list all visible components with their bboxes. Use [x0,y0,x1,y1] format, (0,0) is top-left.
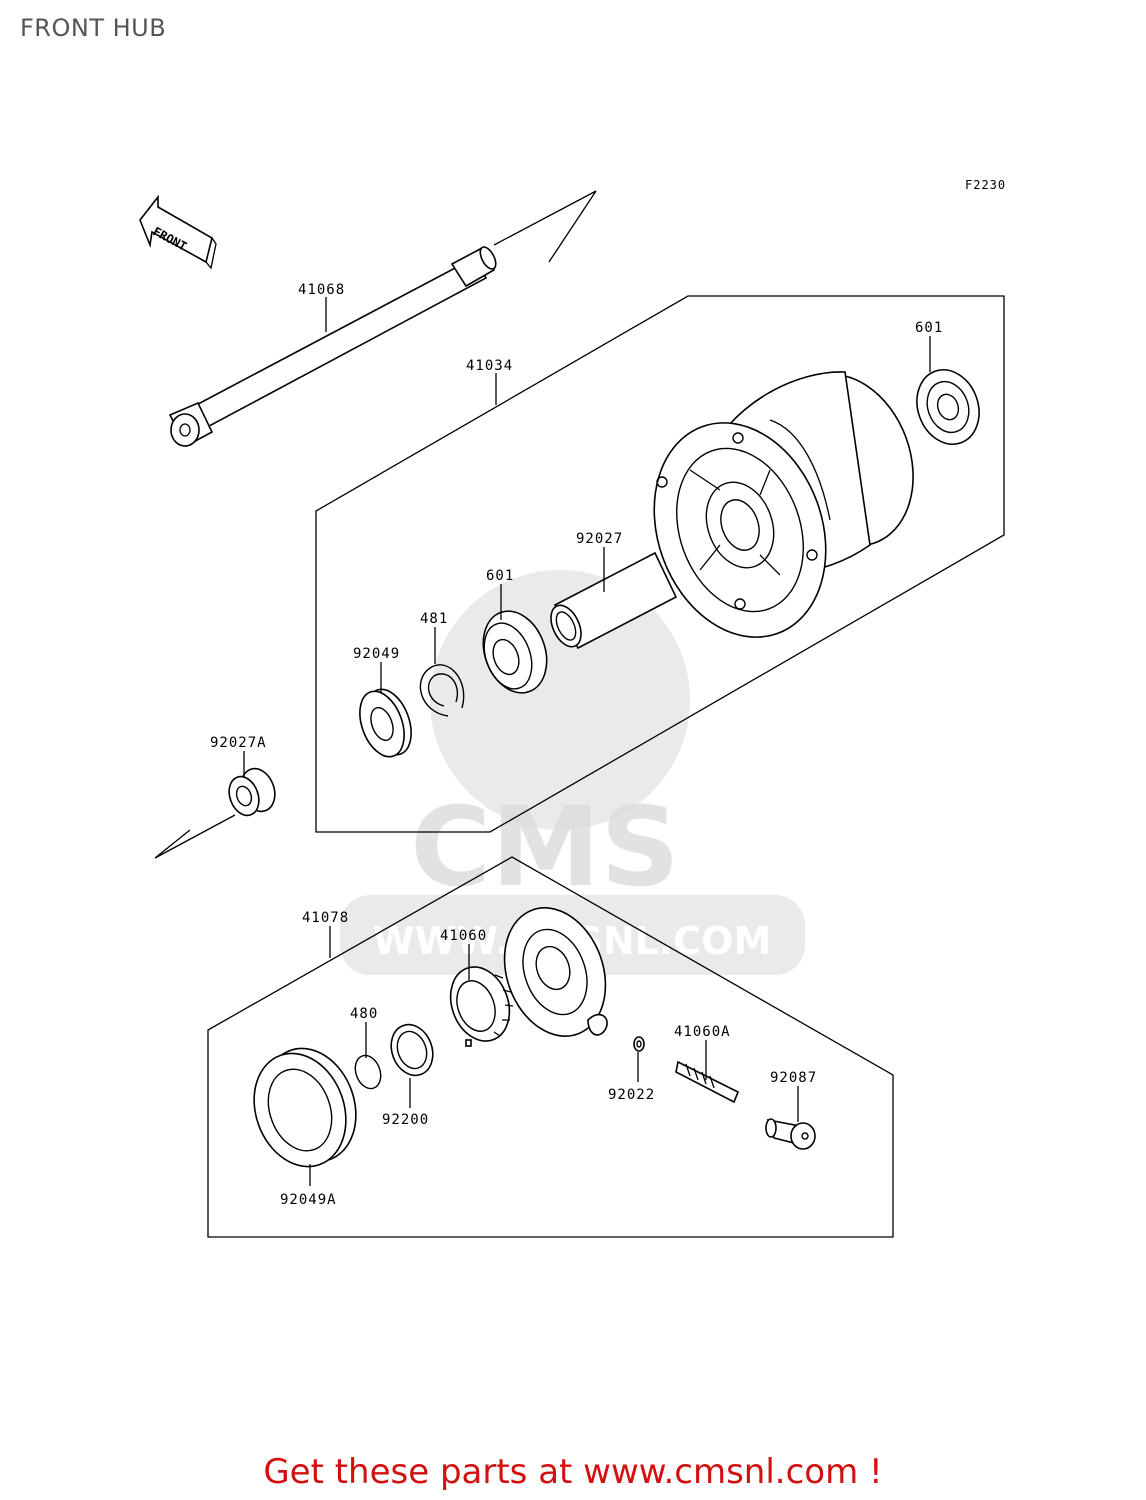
page-title: FRONT HUB [20,14,167,42]
small-washer [633,1036,645,1052]
callout-92049A: 92049A [280,1192,337,1208]
seal [359,688,412,758]
axle [168,190,597,448]
grease-seal [253,1047,357,1168]
pinion [675,1060,740,1104]
callout-480: 480 [350,1006,378,1022]
parts-diagram: CMS WWW.CMSNL.COM F2230 FRONT [139,178,1006,1238]
retaining-ring [354,1054,382,1090]
callout-41034: 41034 [466,358,513,374]
hub [653,371,914,638]
callout-601-top: 601 [915,320,943,336]
callout-92027A: 92027A [210,735,267,751]
figure-code: F2230 [965,178,1006,192]
callout-92087: 92087 [770,1070,817,1086]
spacer [550,551,678,650]
callout-41060A: 41060A [674,1024,731,1040]
leader-lines [243,297,931,1186]
drive-gear [449,966,514,1047]
gear-assembly-outline [207,856,894,1238]
callout-41060: 41060 [440,928,487,944]
callout-601-mid: 601 [486,568,514,584]
circlip [419,664,465,717]
callout-92049: 92049 [353,646,400,662]
hub-assembly-outline [315,295,1005,833]
gear-housing [503,907,608,1037]
washer [390,1023,434,1077]
callout-481: 481 [420,611,448,627]
bearing-right [916,369,980,445]
collar [154,767,276,859]
bushing [765,1118,816,1150]
callout-92022: 92022 [608,1087,655,1103]
shop-link[interactable]: Get these parts at www.cmsnl.com ! [263,1452,883,1492]
callout-labels: 41068 41034 601 92027 601 481 92049 9202… [210,282,943,1208]
callout-92027: 92027 [576,531,623,547]
callout-41068: 41068 [298,282,345,298]
callout-92200: 92200 [382,1112,429,1128]
front-direction-arrow: FRONT [139,194,217,270]
callout-41078: 41078 [302,910,349,926]
